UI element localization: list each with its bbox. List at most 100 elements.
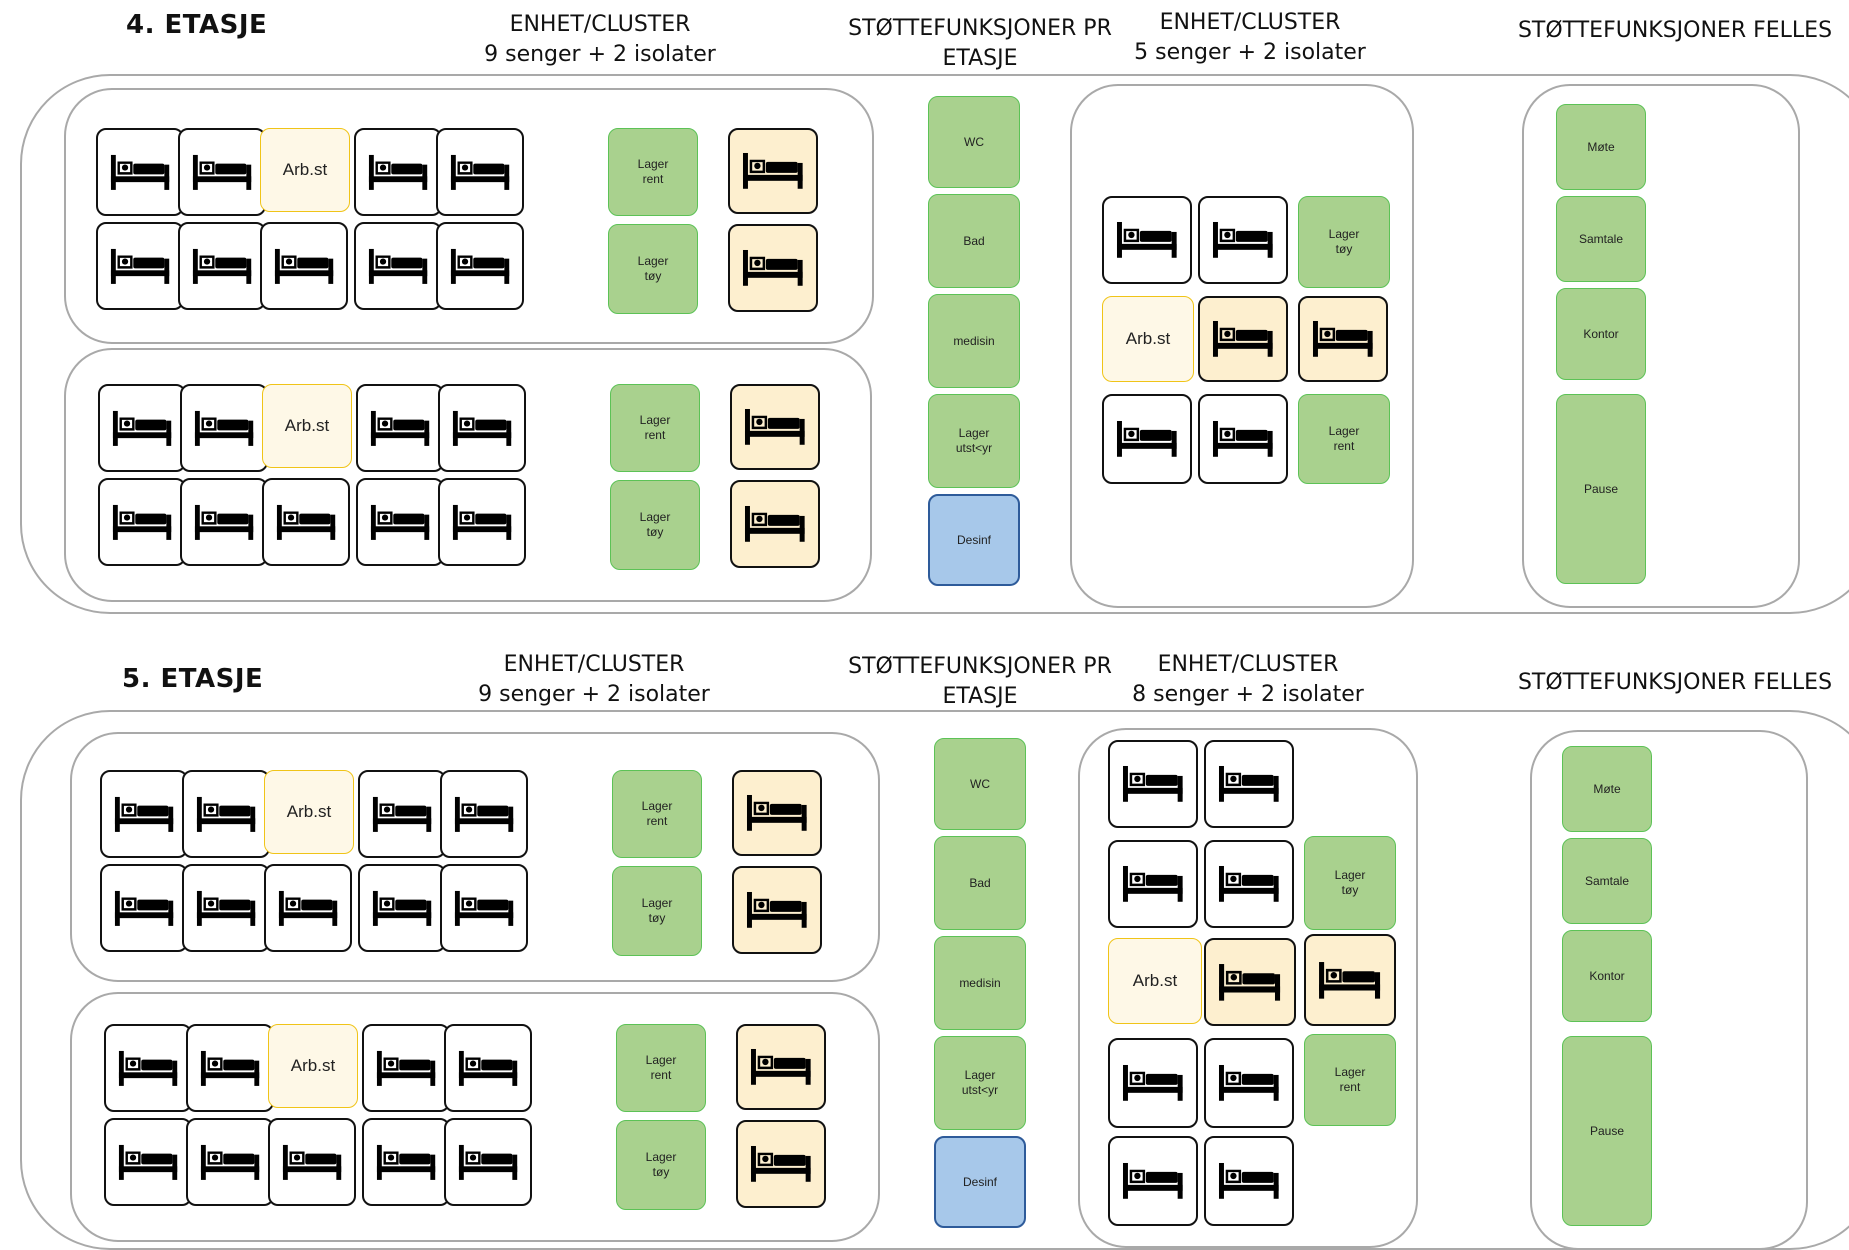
bed-with-person-icon [734, 793, 820, 833]
isolation-room [730, 384, 820, 470]
bed-with-person-icon [438, 247, 522, 286]
bed-room [178, 222, 266, 310]
bed-with-person-icon [734, 890, 820, 930]
bed-with-person-icon [266, 889, 350, 928]
bed-room [444, 1024, 532, 1112]
bed-with-person-icon [188, 1049, 272, 1088]
isolation-room [736, 1024, 826, 1110]
storage-linen-room: Lager tøy [610, 480, 700, 570]
storage-clean-room: Lager rent [616, 1024, 706, 1112]
storage-linen-room: Lager tøy [608, 224, 698, 314]
bed-with-person-icon [440, 503, 524, 542]
bed-with-person-icon [182, 503, 266, 542]
bed-with-person-icon [1206, 962, 1294, 1003]
bed-room [436, 222, 524, 310]
storage-clean-room: Lager rent [1304, 1034, 1396, 1126]
right-cluster-heading-4: ENHET/CLUSTER 5 senger + 2 isolater [1134, 10, 1366, 65]
bed-with-person-icon [264, 503, 348, 542]
bed-with-person-icon [1110, 1063, 1196, 1103]
workstation-room: Arb.st [264, 770, 354, 854]
bed-with-person-icon [732, 407, 818, 447]
bed-room [438, 384, 526, 472]
bed-room [1102, 196, 1192, 284]
common-support-heading-4: STØTTEFUNKSJONER FELLES [1517, 18, 1833, 43]
bed-with-person-icon [1110, 864, 1196, 904]
bed-with-person-icon [364, 1143, 448, 1182]
isolation-room [1304, 934, 1396, 1026]
bed-room [356, 384, 444, 472]
bed-with-person-icon [100, 503, 184, 542]
bed-with-person-icon [102, 889, 186, 928]
isolation-room [730, 480, 820, 568]
floor-4-outline [20, 74, 1849, 614]
storage-linen-room: Lager tøy [616, 1120, 706, 1210]
bed-room [1198, 394, 1288, 484]
support-room: WC [934, 738, 1026, 830]
isolation-room [1298, 296, 1388, 382]
bed-room [436, 128, 524, 216]
bed-room [440, 770, 528, 858]
bed-with-person-icon [356, 153, 440, 192]
bed-room [356, 478, 444, 566]
floor-title-4: 4. ETASJE [126, 10, 268, 40]
isolation-room [728, 224, 818, 312]
bed-room [260, 222, 348, 310]
bed-with-person-icon [1200, 319, 1286, 359]
support-room: Lager utst<yr [928, 394, 1020, 488]
bed-with-person-icon [440, 409, 524, 448]
bed-room [1204, 1136, 1294, 1226]
bed-room [182, 770, 270, 858]
storage-linen-room: Lager tøy [612, 866, 702, 956]
bed-room [1108, 1136, 1198, 1226]
bed-with-person-icon [446, 1049, 530, 1088]
bed-room [98, 478, 186, 566]
bed-room [186, 1024, 274, 1112]
disinfection-room: Desinf [934, 1136, 1026, 1228]
support-heading-5: STØTTEFUNKSJONER PR ETASJE [848, 654, 1112, 709]
bed-with-person-icon [1300, 319, 1386, 359]
bed-with-person-icon [184, 889, 268, 928]
bed-room [358, 864, 446, 952]
bed-room [354, 222, 442, 310]
common-room: Pause [1562, 1036, 1652, 1226]
bed-with-person-icon [188, 1143, 272, 1182]
common-room: Samtale [1556, 196, 1646, 282]
bed-with-person-icon [100, 409, 184, 448]
bed-with-person-icon [1206, 1161, 1292, 1201]
support-heading-4: STØTTEFUNKSJONER PR ETASJE [848, 16, 1112, 71]
bed-with-person-icon [1104, 419, 1190, 459]
bed-with-person-icon [356, 247, 440, 286]
support-room: medisin [934, 936, 1026, 1030]
bed-with-person-icon [738, 1144, 824, 1184]
bed-room [1108, 740, 1198, 828]
bed-room [180, 478, 268, 566]
bed-room [1198, 196, 1288, 284]
bed-with-person-icon [730, 248, 816, 288]
cluster-heading-4: ENHET/CLUSTER 9 senger + 2 isolater [484, 12, 716, 67]
bed-with-person-icon [1206, 864, 1292, 904]
cluster-heading-5: ENHET/CLUSTER 9 senger + 2 isolater [478, 652, 710, 707]
bed-room [354, 128, 442, 216]
bed-room [96, 128, 184, 216]
bed-room [104, 1024, 192, 1112]
bed-with-person-icon [438, 153, 522, 192]
storage-linen-room: Lager tøy [1304, 836, 1396, 930]
workstation-room: Arb.st [262, 384, 352, 468]
isolation-room [732, 770, 822, 856]
common-room: Samtale [1562, 838, 1652, 924]
bed-room [1102, 394, 1192, 484]
bed-room [104, 1118, 192, 1206]
bed-room [358, 770, 446, 858]
workstation-room: Arb.st [1102, 296, 1194, 382]
bed-with-person-icon [184, 795, 268, 834]
bed-with-person-icon [364, 1049, 448, 1088]
bed-with-person-icon [1200, 419, 1286, 459]
storage-linen-room: Lager tøy [1298, 196, 1390, 288]
support-room: medisin [928, 294, 1020, 388]
bed-with-person-icon [1306, 960, 1394, 1001]
bed-with-person-icon [738, 1047, 824, 1087]
support-room: Lager utst<yr [934, 1036, 1026, 1130]
isolation-room [736, 1120, 826, 1208]
bed-room [362, 1118, 450, 1206]
isolation-room [1204, 938, 1296, 1026]
